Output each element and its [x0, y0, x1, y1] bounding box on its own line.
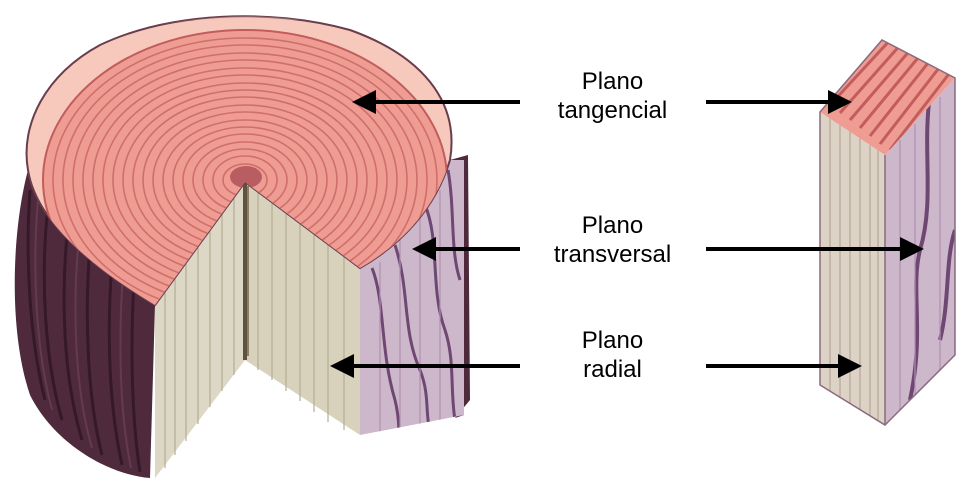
label-radial-plane: Plano radial	[520, 326, 705, 384]
label-transverse-plane: Plano transversal	[520, 211, 705, 269]
label-tangential-plane: Plano tangencial	[520, 67, 705, 125]
label-radial-line1: Plano	[520, 326, 705, 355]
label-tangential-line2: tangencial	[520, 96, 705, 125]
log-illustration	[15, 16, 470, 478]
label-transverse-line2: transversal	[520, 240, 705, 269]
label-tangential-line1: Plano	[520, 67, 705, 96]
arrow-radial-right	[706, 354, 862, 378]
label-transverse-line1: Plano	[520, 211, 705, 240]
arrow-tangential-right	[706, 90, 852, 114]
label-radial-line2: radial	[520, 355, 705, 384]
